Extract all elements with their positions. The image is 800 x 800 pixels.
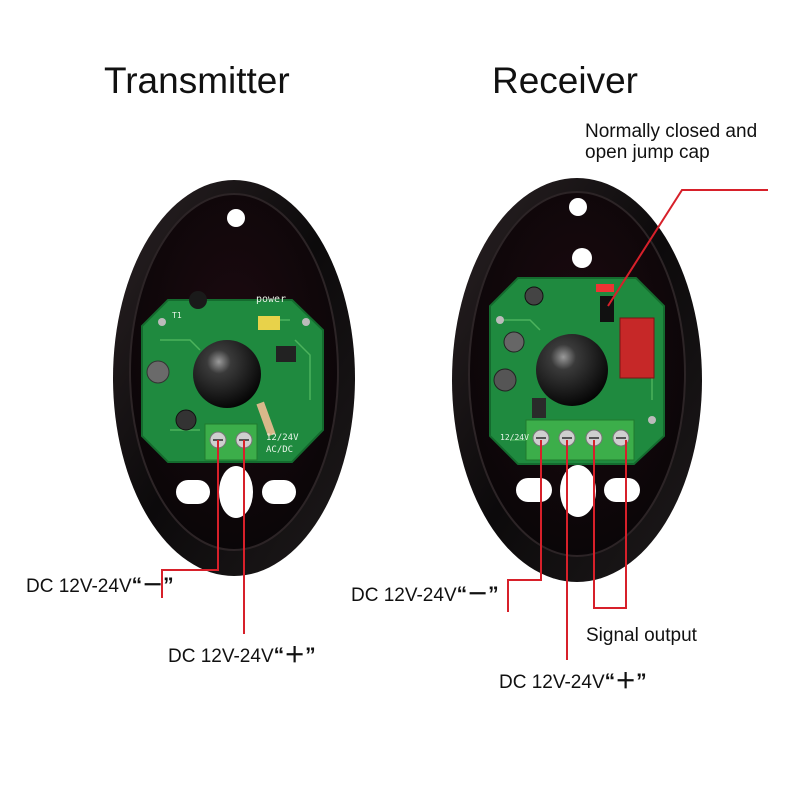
transmitter-mount-hole <box>227 209 245 227</box>
transmitter-cap-2 <box>175 409 197 431</box>
signal-output-line <box>593 440 627 609</box>
rx-minus-text: DC 12V-24V <box>351 585 457 606</box>
transmitter-lens-dome <box>193 340 261 408</box>
rx-minus-sign: “－” <box>456 583 499 606</box>
transmitter-slot-right <box>262 480 296 504</box>
rx-plus-label: DC 12V-24V“＋” <box>499 670 647 693</box>
jump-cap-line <box>607 189 768 307</box>
tx-plus-sign: “＋” <box>273 644 316 667</box>
transmitter-slot-center <box>219 466 253 518</box>
tx-minus-text: DC 12V-24V <box>26 576 132 597</box>
receiver-cap-2 <box>493 368 517 392</box>
rx-plus-text: DC 12V-24V <box>499 672 605 693</box>
jump-cap-label-line1: Normally closed and <box>585 121 758 142</box>
tx-minus-label: DC 12V-24V“－” <box>26 574 174 597</box>
transmitter-device: power 12/24V AC/DC T1 <box>113 180 355 576</box>
receiver-device: 12/24V <box>452 178 702 582</box>
rx-plus-sign: “＋” <box>604 670 647 693</box>
transmitter-screw-hole-2 <box>302 318 310 326</box>
receiver-electrolytic-cap <box>503 331 525 353</box>
receiver-slot-right <box>604 478 640 502</box>
transmitter-acdc-text: AC/DC <box>266 445 293 455</box>
signal-output-label: Signal output <box>586 625 697 646</box>
receiver-mount-hole-top <box>569 198 587 216</box>
tx-plus-text: DC 12V-24V <box>168 646 274 667</box>
receiver-screw-hole-2 <box>648 416 656 424</box>
transmitter-t1-text: T1 <box>172 311 182 320</box>
jump-cap-label-line2: open jump cap <box>585 142 710 163</box>
transmitter-resistor <box>256 401 276 437</box>
transmitter-power-text: power <box>256 294 286 305</box>
transmitter-screw-hole <box>158 318 166 326</box>
transmitter-transistor <box>189 291 207 309</box>
transmitter-title: Transmitter <box>104 60 290 101</box>
tx-minus-sign: “－” <box>131 574 174 597</box>
receiver-slot-left <box>516 478 552 502</box>
receiver-chip <box>532 398 546 418</box>
receiver-relay <box>619 317 655 379</box>
tx-plus-label: DC 12V-24V“＋” <box>168 644 316 667</box>
receiver-lens-dome <box>536 334 608 406</box>
transmitter-capacitor-yellow <box>258 316 280 330</box>
rx-minus-line <box>507 440 542 612</box>
receiver-led <box>596 284 614 292</box>
transmitter-electrolytic-cap <box>146 360 170 384</box>
tx-minus-line <box>161 440 219 598</box>
receiver-mount-hole <box>572 248 592 268</box>
transmitter-voltage-text: 12/24V <box>266 433 299 443</box>
receiver-cap-top <box>524 286 544 306</box>
transmitter-slot-left <box>176 480 210 504</box>
receiver-screw-hole <box>496 316 504 324</box>
receiver-slot-center <box>560 465 596 517</box>
leader-lines <box>161 189 768 660</box>
transmitter-ic-chip <box>276 346 296 362</box>
rx-minus-label: DC 12V-24V“－” <box>351 583 499 606</box>
receiver-voltage-text: 12/24V <box>500 433 529 442</box>
receiver-title: Receiver <box>492 60 638 101</box>
